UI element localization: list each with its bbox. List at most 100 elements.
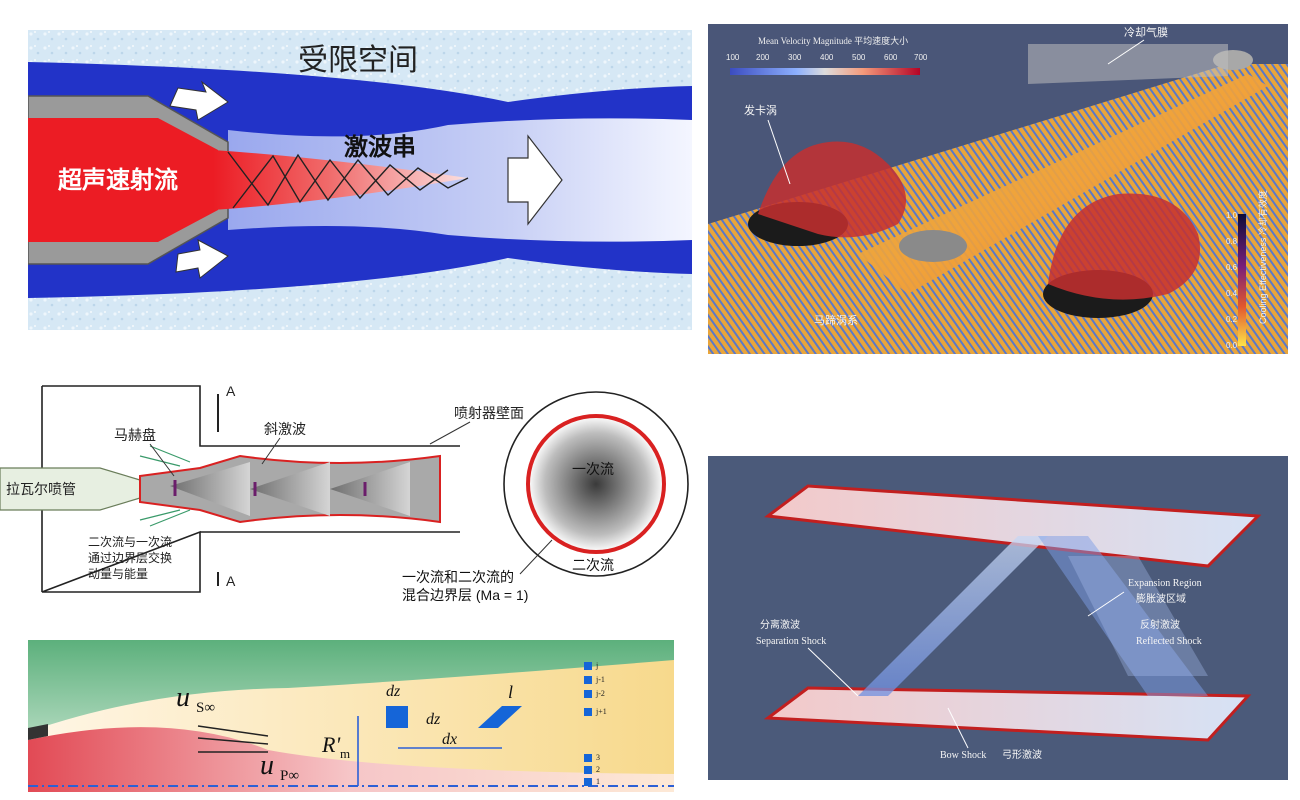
grid-index-label: 2	[596, 765, 600, 774]
oblique-shock-leader	[261, 437, 281, 465]
secondary-flow-label: 二次流	[572, 557, 614, 573]
effectiveness-tick: 0.2	[1226, 315, 1238, 324]
grid-cell	[584, 690, 592, 698]
injector-wall-leader	[429, 421, 471, 445]
r-m-symbol: R'	[321, 732, 340, 757]
shock-train-lines-2	[232, 154, 449, 209]
ejector-schematic: A A 马赫盘 斜激波 喷射器壁面 拉瓦尔喷管 二次流与一次流 通过边界层交换 …	[0, 383, 689, 603]
velocity-tick: 600	[884, 53, 898, 62]
mixed-flow-core	[228, 118, 692, 242]
u-secondary-symbol: u	[176, 682, 190, 713]
lower-wall	[763, 686, 1252, 742]
velocity-tick: 700	[914, 53, 928, 62]
grid-index-label: 1	[596, 777, 600, 786]
bow-shock-cn: 弓形激波	[1002, 748, 1042, 761]
dz-top-label: dz	[386, 683, 401, 700]
effectiveness-tick: 0.0	[1226, 341, 1238, 350]
effectiveness-tick: 0.4	[1226, 289, 1238, 298]
reflected-shock-sheet	[1038, 536, 1208, 696]
primary-stream-region	[28, 727, 674, 792]
confined-space-label: 受限空间	[298, 44, 418, 77]
injector-wall-label: 喷射器壁面	[454, 405, 524, 421]
inflow-arrow-bottom-icon	[175, 239, 229, 279]
effectiveness-tick: 0.6	[1226, 263, 1238, 272]
reflected-shock-en: Reflected Shock	[1136, 636, 1202, 647]
mixing-layer-label-2: 混合边界层 (Ma = 1)	[402, 587, 528, 603]
confined-jet-panel: 受限空间 超声速射流 激波串	[28, 30, 692, 330]
dz-side-label: dz	[426, 711, 441, 728]
sheared-element	[478, 706, 522, 728]
effectiveness-title: Cooling Effectiveness 冷却有效度	[1257, 190, 1268, 324]
velocity-colorbar	[730, 68, 920, 75]
velocity-tick: 300	[788, 53, 802, 62]
shock-cell-3	[330, 462, 410, 516]
inflow-arrow-top-icon	[169, 80, 229, 121]
velocity-tick: 100	[726, 53, 740, 62]
shock-train-label: 激波串	[344, 133, 416, 161]
grid-index-column: j j-1 j-2 j+1 3 2 1	[584, 661, 607, 786]
effectiveness-tick: 0.8	[1226, 237, 1238, 246]
shock-interaction-panel: Expansion Region 膨胀波区域 分离激波 Separation S…	[708, 456, 1288, 780]
u-primary-symbol: u	[260, 750, 274, 781]
mach-disk-label: 马赫盘	[114, 427, 156, 443]
separation-shock-en: Separation Shock	[756, 636, 826, 647]
nozzle-bore	[28, 118, 218, 242]
section-label-top: A	[226, 383, 236, 399]
reflected-shock-cn: 反射激波	[1140, 618, 1180, 631]
shock-interaction-visual: Expansion Region 膨胀波区域 分离激波 Separation S…	[708, 456, 1288, 780]
grid-cell	[584, 662, 592, 670]
expansion-region	[1068, 556, 1208, 676]
velocity-tick: 400	[820, 53, 834, 62]
cooling-film-visual: Mean Velocity Magnitude 平均速度大小 100 200 3…	[708, 24, 1288, 354]
expansion-region-cn: 膨胀波区域	[1136, 592, 1186, 605]
expansion-leader	[1087, 591, 1125, 617]
outflow-arrow-icon	[507, 134, 563, 226]
grid-cell	[584, 778, 592, 786]
grid-index-label: j-1	[595, 675, 605, 684]
exchange-label-3: 动量与能量	[88, 567, 148, 581]
l-label: l	[508, 682, 513, 702]
u-primary-subscript: P∞	[280, 768, 299, 784]
shock-cell-1	[170, 462, 250, 516]
cell-element	[386, 706, 408, 728]
section-label-bottom: A	[226, 573, 236, 589]
cooling-film-label: 冷却气膜	[1124, 25, 1168, 39]
film-jet-1	[1028, 44, 1228, 84]
cooling-film-leader	[1107, 39, 1145, 65]
separation-leader	[807, 647, 859, 697]
velocity-tick: 200	[756, 53, 770, 62]
grid-cell	[584, 708, 592, 716]
hairpin-leader	[767, 119, 791, 185]
velocity-colorbar-title: Mean Velocity Magnitude 平均速度大小	[758, 35, 908, 46]
exchange-label-2: 通过边界层交换	[88, 550, 172, 565]
separation-shock-cn: 分离激波	[760, 618, 800, 631]
effectiveness-colorbar	[1238, 214, 1246, 346]
hairpin-vortex-label: 发卡涡	[744, 103, 777, 117]
nozzle-lip	[28, 724, 48, 740]
grid-index-label: j-2	[595, 689, 605, 698]
mixing-layer-leader	[519, 539, 553, 575]
exchange-label-1: 二次流与一次流	[88, 535, 172, 549]
r-m-subscript: m	[340, 746, 350, 761]
velocity-tick: 500	[852, 53, 866, 62]
expansion-region-en: Expansion Region	[1128, 578, 1202, 589]
oblique-shock-sheet	[858, 536, 1048, 696]
mach-disk-leader	[149, 443, 175, 477]
bow-shock-leader	[947, 707, 969, 749]
horseshoe-vortex-label: 马蹄涡系	[814, 313, 858, 327]
flow-arrows	[197, 725, 269, 753]
secondary-flow-streamlines	[139, 445, 191, 527]
mixing-layer-model: u S∞ u P∞ R' m dz dz dx l j j-1 j-2 j+1 …	[28, 640, 674, 792]
u-secondary-subscript: S∞	[196, 700, 215, 716]
shock-cell-2	[250, 462, 330, 516]
effectiveness-ticks: 1.0 0.8 0.6 0.4 0.2 0.0	[1226, 211, 1238, 350]
shock-train-lines	[227, 151, 469, 207]
cross-section-core	[526, 414, 666, 554]
hairpin-vortex-left	[758, 141, 906, 238]
confined-jet-diagram: 受限空间 超声速射流 激波串	[28, 30, 692, 330]
supersonic-jet-plume	[213, 150, 468, 210]
primary-flow-label: 一次流	[572, 461, 614, 477]
grid-cell	[584, 754, 592, 762]
effectiveness-tick: 1.0	[1226, 211, 1238, 220]
film-hole-1	[899, 230, 967, 262]
